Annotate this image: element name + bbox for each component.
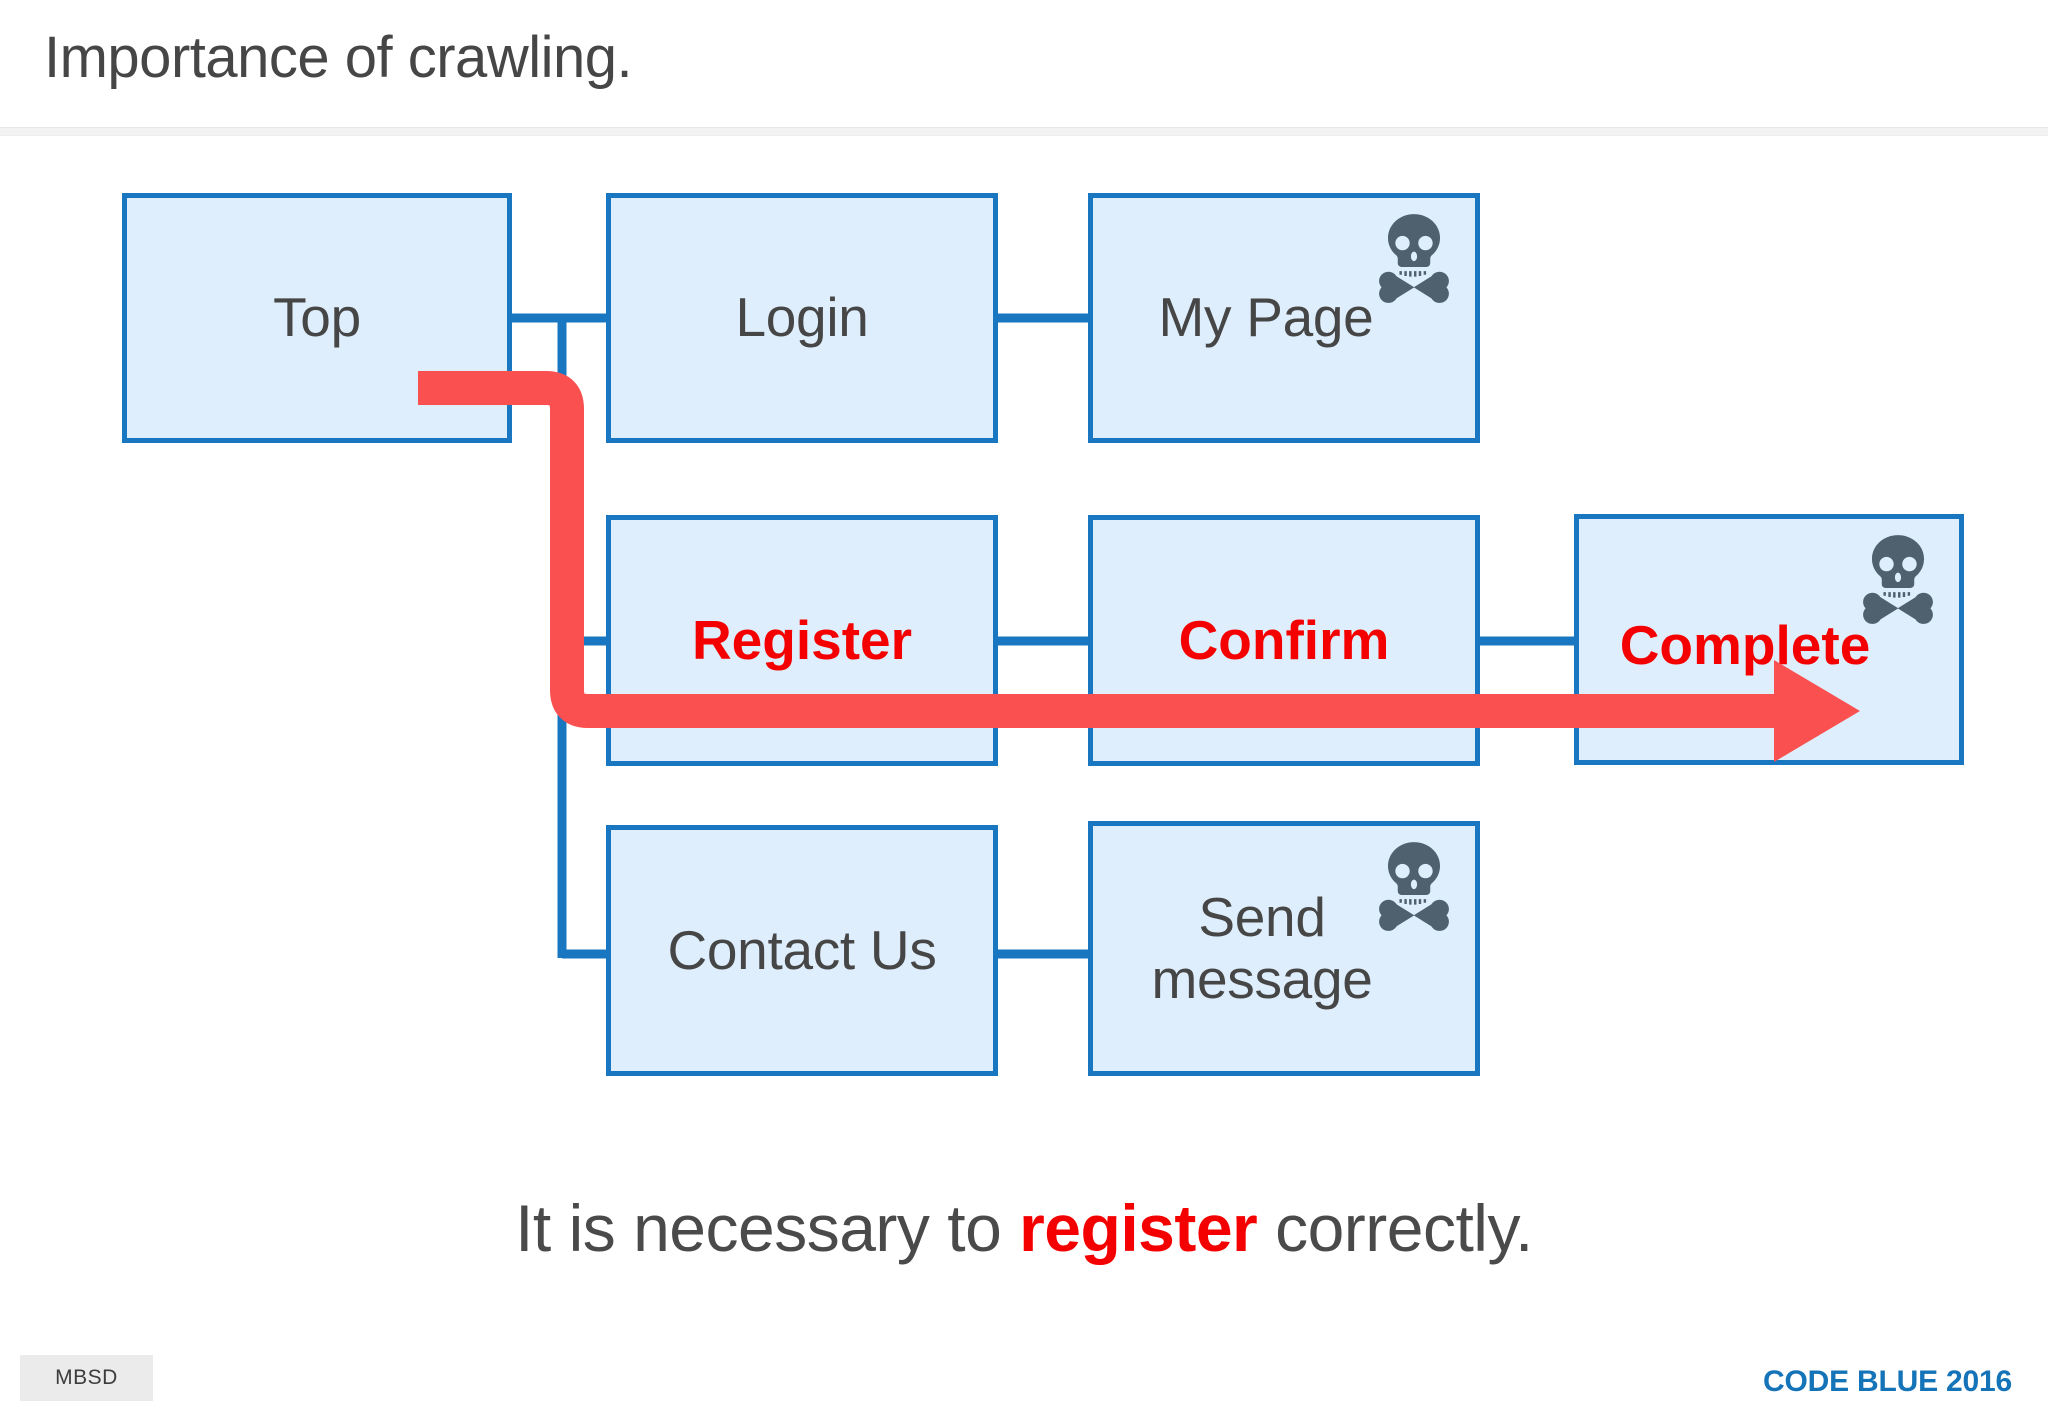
node-login-label: Login — [735, 286, 869, 349]
skull-crossbones-icon — [1365, 836, 1463, 934]
node-contact-us[interactable]: Contact Us — [606, 825, 998, 1076]
node-contact-us-label: Contact Us — [667, 918, 937, 981]
skull-crossbones-icon — [1849, 529, 1947, 627]
node-confirm[interactable]: Confirm — [1088, 515, 1480, 766]
event-badge: CODE BLUE 2016 — [1763, 1365, 2012, 1398]
node-login[interactable]: Login — [606, 193, 998, 443]
node-mypage-label: My Page — [1158, 286, 1374, 349]
node-register[interactable]: Register — [606, 515, 998, 766]
node-top[interactable]: Top — [122, 193, 512, 443]
node-register-label: Register — [691, 608, 913, 671]
node-complete-label: Complete — [1619, 613, 1871, 676]
caption-after: correctly. — [1257, 1191, 1533, 1265]
page-title: Importance of crawling. — [44, 25, 633, 90]
node-confirm-label: Confirm — [1178, 608, 1390, 671]
node-complete[interactable]: Complete — [1574, 514, 1964, 765]
skull-crossbones-icon — [1365, 208, 1463, 306]
node-send-message-label: Send message — [1151, 885, 1373, 1010]
caption-emphasis: register — [1019, 1191, 1258, 1265]
node-mypage[interactable]: My Page — [1088, 193, 1480, 443]
slide-caption: It is necessary to register correctly. — [0, 1190, 2048, 1266]
node-top-label: Top — [273, 286, 361, 349]
title-divider — [0, 127, 2048, 136]
mbsd-logo: MBSD — [20, 1355, 153, 1401]
caption-before: It is necessary to — [515, 1191, 1020, 1265]
node-send-message[interactable]: Send message — [1088, 821, 1480, 1076]
